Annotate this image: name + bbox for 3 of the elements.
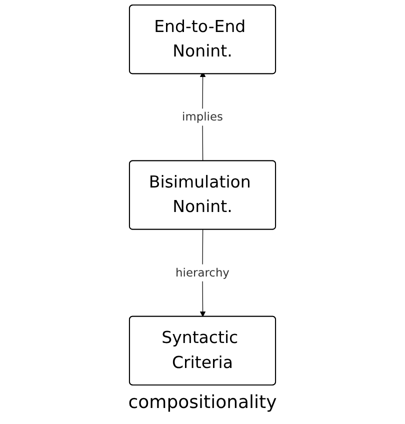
edge-label: hierarchy bbox=[176, 266, 230, 280]
edge-label: implies bbox=[182, 110, 223, 124]
edge-note: compositionality bbox=[128, 392, 277, 413]
